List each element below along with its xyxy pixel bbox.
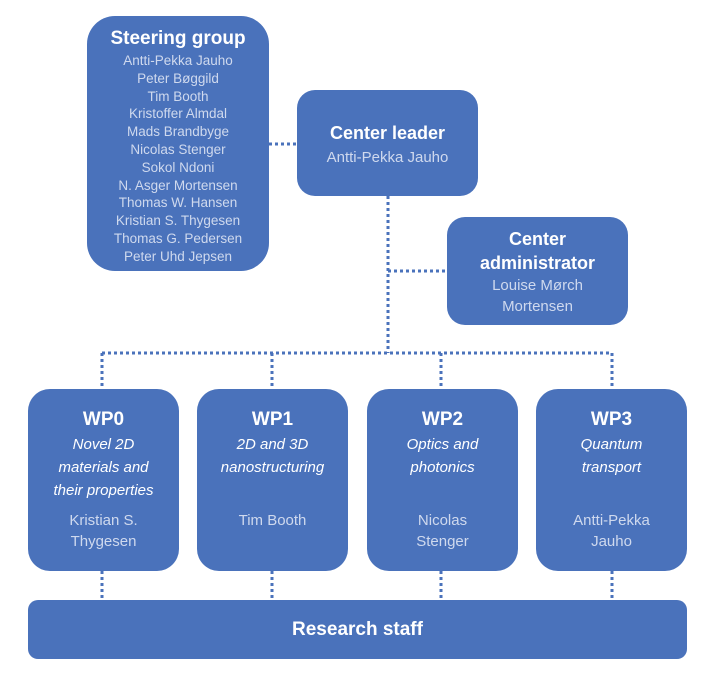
steering-member: Sokol Ndoni [141,159,215,175]
steering-member: Thomas G. Pedersen [113,230,243,246]
steering-member: Kristian S. Thygesen [115,213,241,229]
wp3-title: WP3 [590,409,633,430]
research-staff-box: Research staff [28,600,687,659]
center-leader-box: Center leader Antti-Pekka Jauho [297,90,478,196]
center-leader-title: Center leader [329,123,446,143]
wp1-title: WP1 [251,409,294,430]
wp2-desc-line: photonics [410,459,475,476]
wp1-lead: Tim Booth [197,510,348,531]
steering-member: N. Asger Mortensen [118,177,238,193]
wp2-desc-line: Optics and [406,436,479,453]
steering-member: Nicolas Stenger [130,141,226,157]
wp2-lead: Nicolas Stenger [367,510,518,552]
wp2-box: WP2 Optics and photonics Nicolas Stenger [367,389,518,571]
steering-group-title: Steering group [110,28,246,49]
wp1-desc-line: nanostructuring [220,459,325,476]
steering-member: Thomas W. Hansen [118,195,238,211]
wp1-description: 2D and 3D nanostructuring [221,432,324,498]
wp3-desc-line: transport [581,459,642,476]
wp3-lead: Antti-Pekka Jauho [536,510,687,552]
steering-member: Tim Booth [147,88,209,104]
wp2-lead-line: Stenger [416,533,469,550]
wp1-desc-line: 2D and 3D [236,436,309,453]
wp2-title: WP2 [421,409,464,430]
center-administrator-box: Center administrator Louise Mørch Morten… [447,217,628,325]
steering-group-box: Steering group Antti-Pekka Jauho Peter B… [87,16,269,271]
wp3-description: Quantum transport [581,432,643,498]
center-administrator-name-line2: Mortensen [502,298,573,315]
steering-member: Antti-Pekka Jauho [123,53,233,68]
wp2-lead-line: Nicolas [417,512,468,529]
wp3-box: WP3 Quantum transport Antti-Pekka Jauho [536,389,687,571]
wp0-title: WP0 [82,409,125,430]
wp0-lead-line: Kristian S. [69,512,138,529]
steering-member: Kristoffer Almdal [128,106,228,122]
center-administrator-name-line1: Louise Mørch [492,277,583,294]
wp0-lead-line: Thygesen [70,533,137,550]
wp1-box: WP1 2D and 3D nanostructuring Tim Booth [197,389,348,571]
wp3-lead-line: Jauho [591,533,632,550]
center-leader-name: Antti-Pekka Jauho [326,149,449,166]
wp0-desc-line: materials and [58,459,149,476]
center-administrator-title-line1: Center [508,229,566,249]
wp0-box: WP0 Novel 2D materials and their propert… [28,389,179,571]
wp3-lead-line: Antti-Pekka [573,512,650,529]
wp2-description: Optics and photonics [407,432,479,498]
wp0-lead: Kristian S. Thygesen [28,510,179,552]
wp0-description: Novel 2D materials and their properties [53,432,154,499]
steering-member: Mads Brandbyge [126,124,230,140]
steering-member: Peter Uhd Jepsen [123,248,233,264]
steering-member: Peter Bøggild [137,70,219,86]
center-administrator-title-line2: administrator [479,253,596,273]
wp0-desc-line: Novel 2D [72,436,135,453]
research-staff-title: Research staff [292,618,423,640]
wp3-desc-line: Quantum [580,436,643,453]
wp1-lead-line: Tim Booth [238,512,307,529]
wp0-desc-line: their properties [53,482,154,499]
